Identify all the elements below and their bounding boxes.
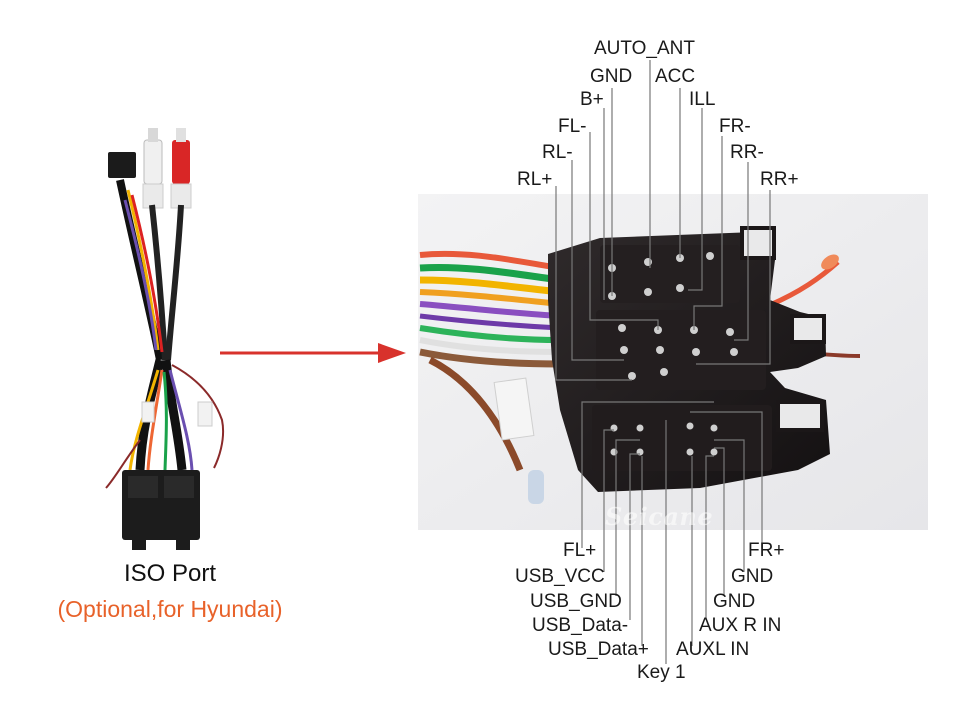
pin-label-fl-minus: FL- bbox=[558, 116, 587, 137]
pin-label-key-1: Key 1 bbox=[637, 662, 686, 683]
pin-label-acc: ACC bbox=[655, 66, 696, 87]
pin-label-usb-data-minus: USB_Data- bbox=[532, 615, 629, 636]
pin-label-rl-plus: RL+ bbox=[517, 169, 553, 190]
pin-label-fr-plus: FR+ bbox=[748, 540, 785, 561]
pin-label-gnd-b2: GND bbox=[713, 591, 756, 612]
pin-label-rr-minus: RR- bbox=[730, 142, 764, 163]
pin-label-auto-ant: AUTO_ANT bbox=[594, 38, 696, 59]
pin-label-b-plus: B+ bbox=[580, 89, 604, 110]
pin-label-ill: ILL bbox=[689, 89, 716, 110]
pin-label-usb-data-plus: USB_Data+ bbox=[548, 639, 649, 660]
pointing-arrow bbox=[220, 343, 406, 363]
pin-label-rr-plus: RR+ bbox=[760, 169, 799, 190]
pin-label-fl-plus: FL+ bbox=[563, 540, 597, 561]
pin-label-usb-vcc: USB_VCC bbox=[515, 566, 605, 587]
pin-label-usb-gnd: USB_GND bbox=[530, 591, 622, 612]
pin-label-auxl-in: AUXL IN bbox=[676, 639, 750, 660]
leader-lines bbox=[555, 60, 771, 664]
iso-port-title: ISO Port bbox=[123, 560, 217, 587]
pin-label-gnd-top: GND bbox=[590, 66, 633, 87]
brand-watermark: Seicane bbox=[605, 502, 714, 531]
pin-label-gnd-b1: GND bbox=[731, 566, 774, 587]
pin-label-aux-r-in: AUX R IN bbox=[699, 615, 782, 636]
pin-label-rl-minus: RL- bbox=[542, 142, 573, 163]
iso-port-subtitle: (Optional,for Hyundai) bbox=[57, 596, 283, 622]
connector-photo bbox=[418, 194, 928, 530]
harness-illustration bbox=[105, 128, 224, 550]
pin-label-fr-minus: FR- bbox=[719, 116, 751, 137]
